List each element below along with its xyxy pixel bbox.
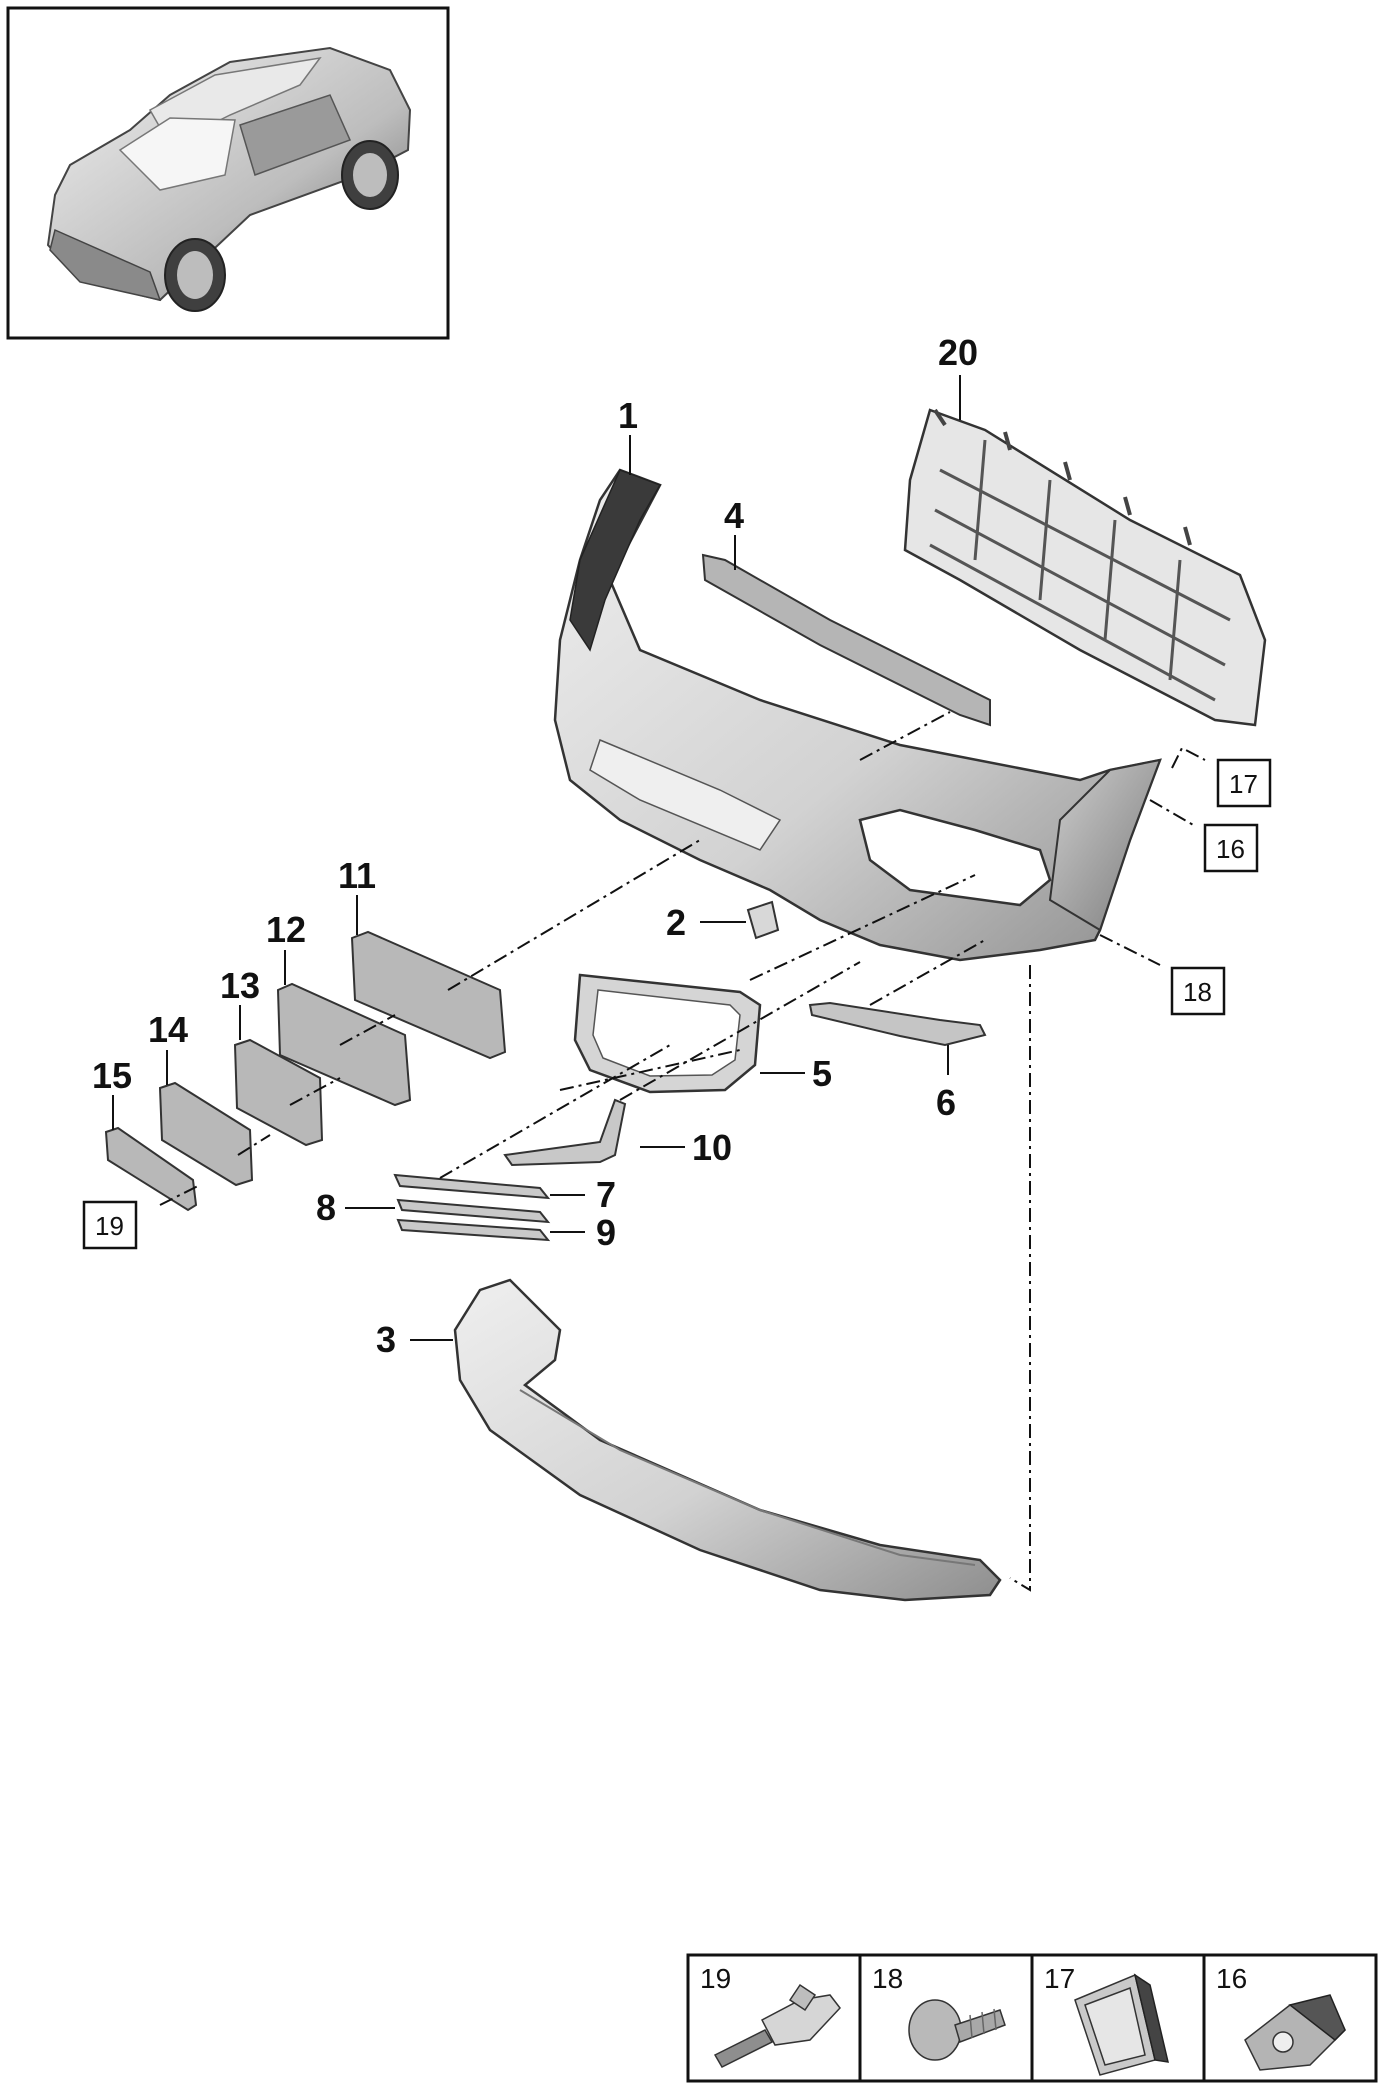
boxed-ref-16: 16 (1216, 834, 1245, 864)
callout-10: 10 (692, 1127, 732, 1168)
callout-15: 15 (92, 1055, 132, 1096)
part-2-clip (746, 900, 780, 940)
callout-20: 20 (938, 332, 978, 373)
boxed-reference-16: 16 (1203, 823, 1259, 873)
callout-12: 12 (266, 909, 306, 950)
fastener-legend: 19 18 17 16 (686, 1953, 1378, 2083)
callout-numbers: 1 2 3 4 5 6 7 8 9 10 11 12 13 14 15 20 (92, 332, 978, 1360)
boxed-ref-19: 19 (95, 1211, 124, 1241)
boxed-reference-19: 19 (82, 1200, 138, 1250)
vehicle-thumbnail (6, 6, 450, 340)
callout-2: 2 (666, 902, 686, 943)
callout-6: 6 (936, 1082, 956, 1123)
boxed-reference-18: 18 (1170, 966, 1226, 1016)
part-13-plate-bracket (233, 1038, 324, 1147)
legend-cell-16: 16 (1216, 1963, 1346, 2071)
part-8-grille-slat (396, 1198, 551, 1224)
screw-icon (908, 1999, 1006, 2061)
legend-label-17: 17 (1044, 1963, 1075, 1994)
spring-clip-icon (1074, 1973, 1169, 2076)
legend-label-18: 18 (872, 1963, 903, 1994)
part-5-grille-surround (573, 973, 762, 1094)
legend-cell-19: 19 (700, 1963, 841, 2068)
part-15-plate-bracket (104, 1126, 198, 1212)
part-3-lower-spoiler (453, 1278, 1002, 1602)
nut-clip-icon (1244, 1994, 1346, 2071)
callout-3: 3 (376, 1319, 396, 1360)
part-7-grille-slat (393, 1173, 551, 1200)
legend-label-19: 19 (700, 1963, 731, 1994)
part-6-trim-strip (808, 1001, 987, 1047)
part-12-plate-bracket (276, 982, 412, 1107)
callout-4: 4 (724, 495, 744, 536)
part-1-bumper-cover (553, 468, 1162, 962)
callout-13: 13 (220, 965, 260, 1006)
part-4-grille-strip (701, 553, 991, 727)
expanding-rivet-icon (713, 1983, 841, 2068)
leader-lines (112, 375, 961, 1341)
part-11-plate-bracket (350, 930, 507, 1060)
boxed-reference-17: 17 (1216, 758, 1272, 808)
callout-8: 8 (316, 1187, 336, 1228)
callout-11: 11 (338, 855, 376, 896)
legend-label-16: 16 (1216, 1963, 1247, 1994)
part-20-grille-frame (903, 408, 1267, 727)
car-icon (46, 46, 412, 312)
assembly-lines (159, 711, 1206, 1592)
legend-cell-18: 18 (872, 1963, 1006, 2061)
callout-9: 9 (596, 1212, 616, 1253)
boxed-ref-18: 18 (1183, 977, 1212, 1007)
callout-5: 5 (812, 1053, 832, 1094)
legend-cell-17: 17 (1044, 1963, 1169, 2076)
boxed-ref-17: 17 (1229, 769, 1258, 799)
callout-7: 7 (596, 1174, 616, 1215)
callout-1: 1 (618, 395, 638, 436)
part-10-trim-piece (503, 1098, 627, 1167)
part-14-plate-bracket (158, 1081, 254, 1187)
callout-14: 14 (148, 1009, 188, 1050)
part-9-grille-slat (396, 1218, 551, 1242)
